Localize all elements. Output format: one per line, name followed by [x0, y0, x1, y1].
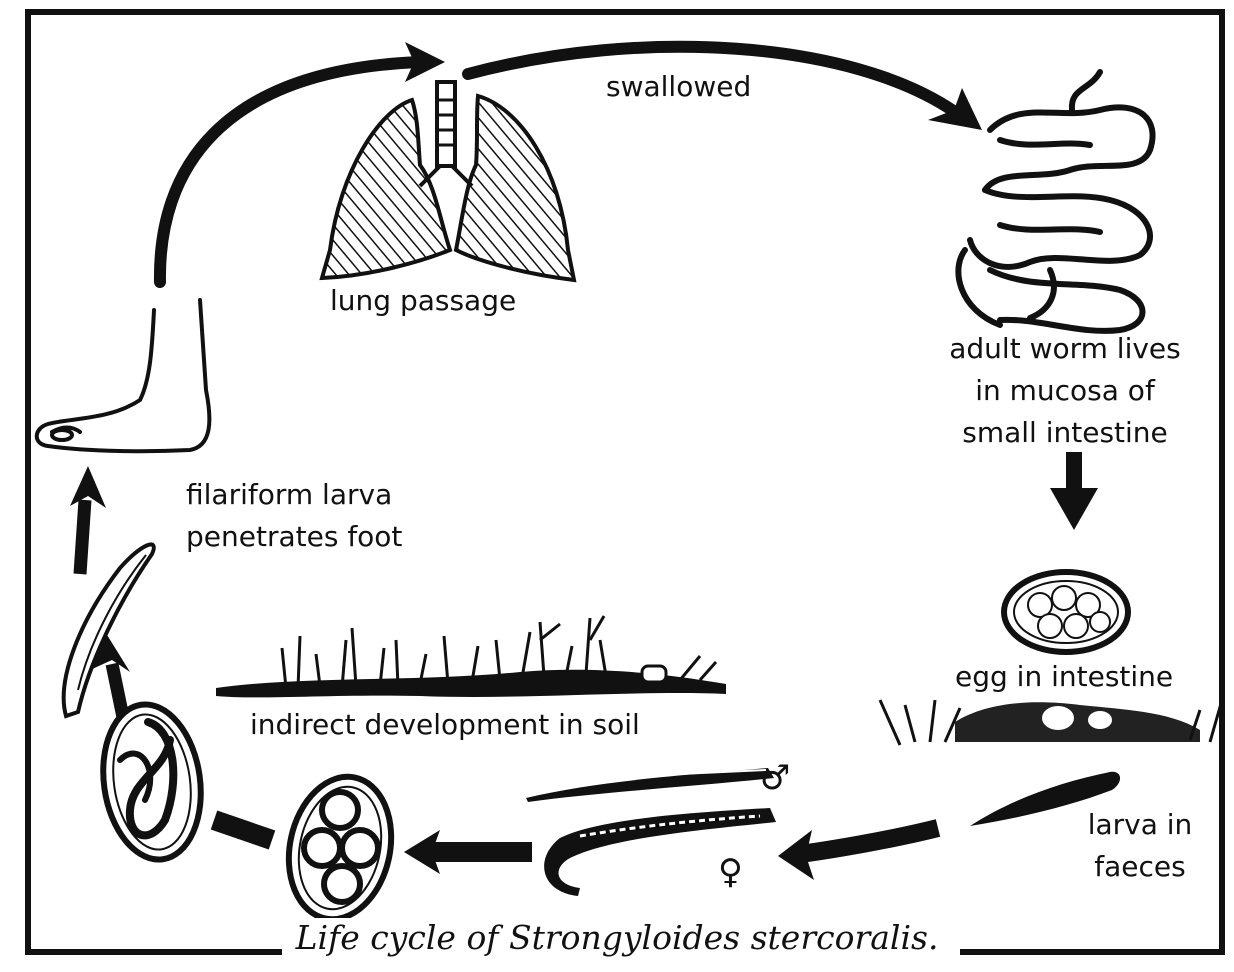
female-symbol: ♀: [718, 852, 743, 892]
faeces-mound-icon: [880, 700, 1222, 745]
arrow-egg-to-larval-egg: [214, 820, 272, 840]
figure-caption-text: Life cycle of Strongyloides stercoralis.: [282, 918, 953, 957]
label-filariform-line-2: penetrates foot: [186, 516, 402, 558]
small-intestine-icon: [958, 72, 1152, 331]
label-filariform: filariform larva penetrates foot: [186, 474, 402, 558]
foot-icon: [37, 300, 210, 451]
label-egg-in-intestine: egg in intestine: [955, 656, 1173, 698]
label-adult-worm-line-2: in mucosa of: [930, 370, 1200, 412]
label-larva-in-faeces-line-1: larva in: [1080, 804, 1200, 846]
label-swallowed: swallowed: [606, 66, 751, 108]
larvated-egg-icon: [94, 698, 211, 866]
male-worm-icon: [526, 768, 774, 802]
label-larva-in-faeces: larva in faeces: [1080, 804, 1200, 888]
lungs-icon: [322, 82, 574, 280]
figure-caption: Life cycle of Strongyloides stercoralis.: [0, 916, 1234, 960]
label-larva-in-faeces-line-2: faeces: [1080, 846, 1200, 888]
label-lung-passage: lung passage: [330, 280, 516, 322]
label-adult-worm: adult worm lives in mucosa of small inte…: [930, 328, 1200, 454]
egg-in-intestine-icon: [1004, 572, 1128, 652]
soil-icon: [216, 616, 726, 697]
label-adult-worm-line-1: adult worm lives: [930, 328, 1200, 370]
arrow-intestine-to-egg: [1050, 452, 1098, 530]
label-indirect-development: indirect development in soil: [250, 704, 640, 746]
arrow-worms-to-egg: [404, 830, 532, 874]
arrow-larva-to-worms: [778, 828, 938, 880]
male-symbol: ♂: [760, 758, 790, 798]
arrow-filariform-to-foot: [70, 466, 106, 574]
morula-egg-icon: [276, 767, 404, 929]
label-adult-worm-line-3: small intestine: [930, 412, 1200, 454]
label-filariform-line-1: filariform larva: [186, 474, 402, 516]
